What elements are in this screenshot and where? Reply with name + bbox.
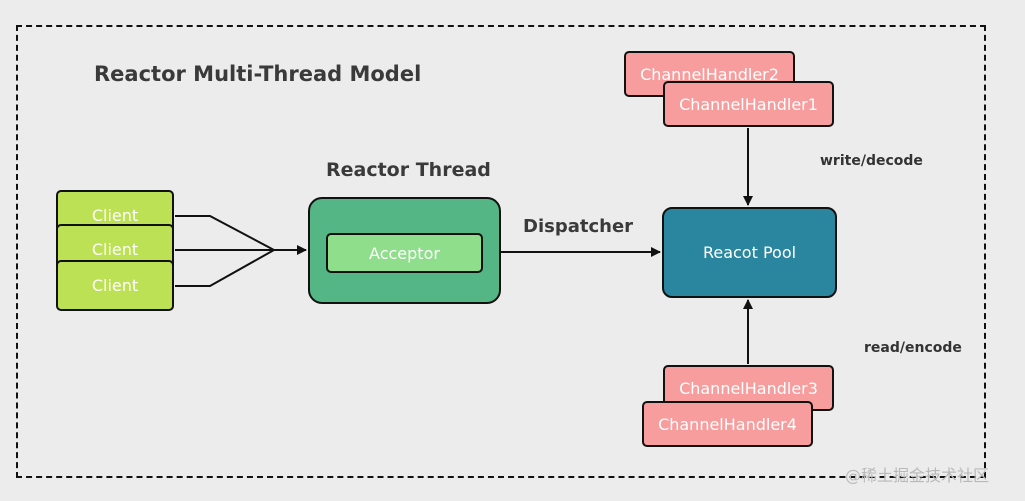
read-encode-label: read/encode bbox=[864, 340, 962, 356]
watermark: @稀土掘金技术社区 bbox=[845, 466, 990, 485]
reactor-pool-box: Reacot Pool bbox=[662, 207, 837, 298]
diagram-title: Reactor Multi-Thread Model bbox=[94, 62, 422, 86]
dispatcher-label: Dispatcher bbox=[523, 216, 634, 237]
client-line-1 bbox=[175, 215, 275, 251]
write-decode-label: write/decode bbox=[820, 153, 923, 169]
channel-handler-1-box: ChannelHandler1 bbox=[663, 81, 834, 127]
channel-handler-4-box: ChannelHandler4 bbox=[642, 401, 813, 447]
diagram-frame bbox=[16, 25, 986, 478]
acceptor-box: Acceptor bbox=[326, 233, 483, 273]
reactor-thread-title: Reactor Thread bbox=[326, 159, 491, 181]
client-box-3: Client bbox=[56, 260, 174, 311]
client-line-3 bbox=[175, 249, 275, 287]
